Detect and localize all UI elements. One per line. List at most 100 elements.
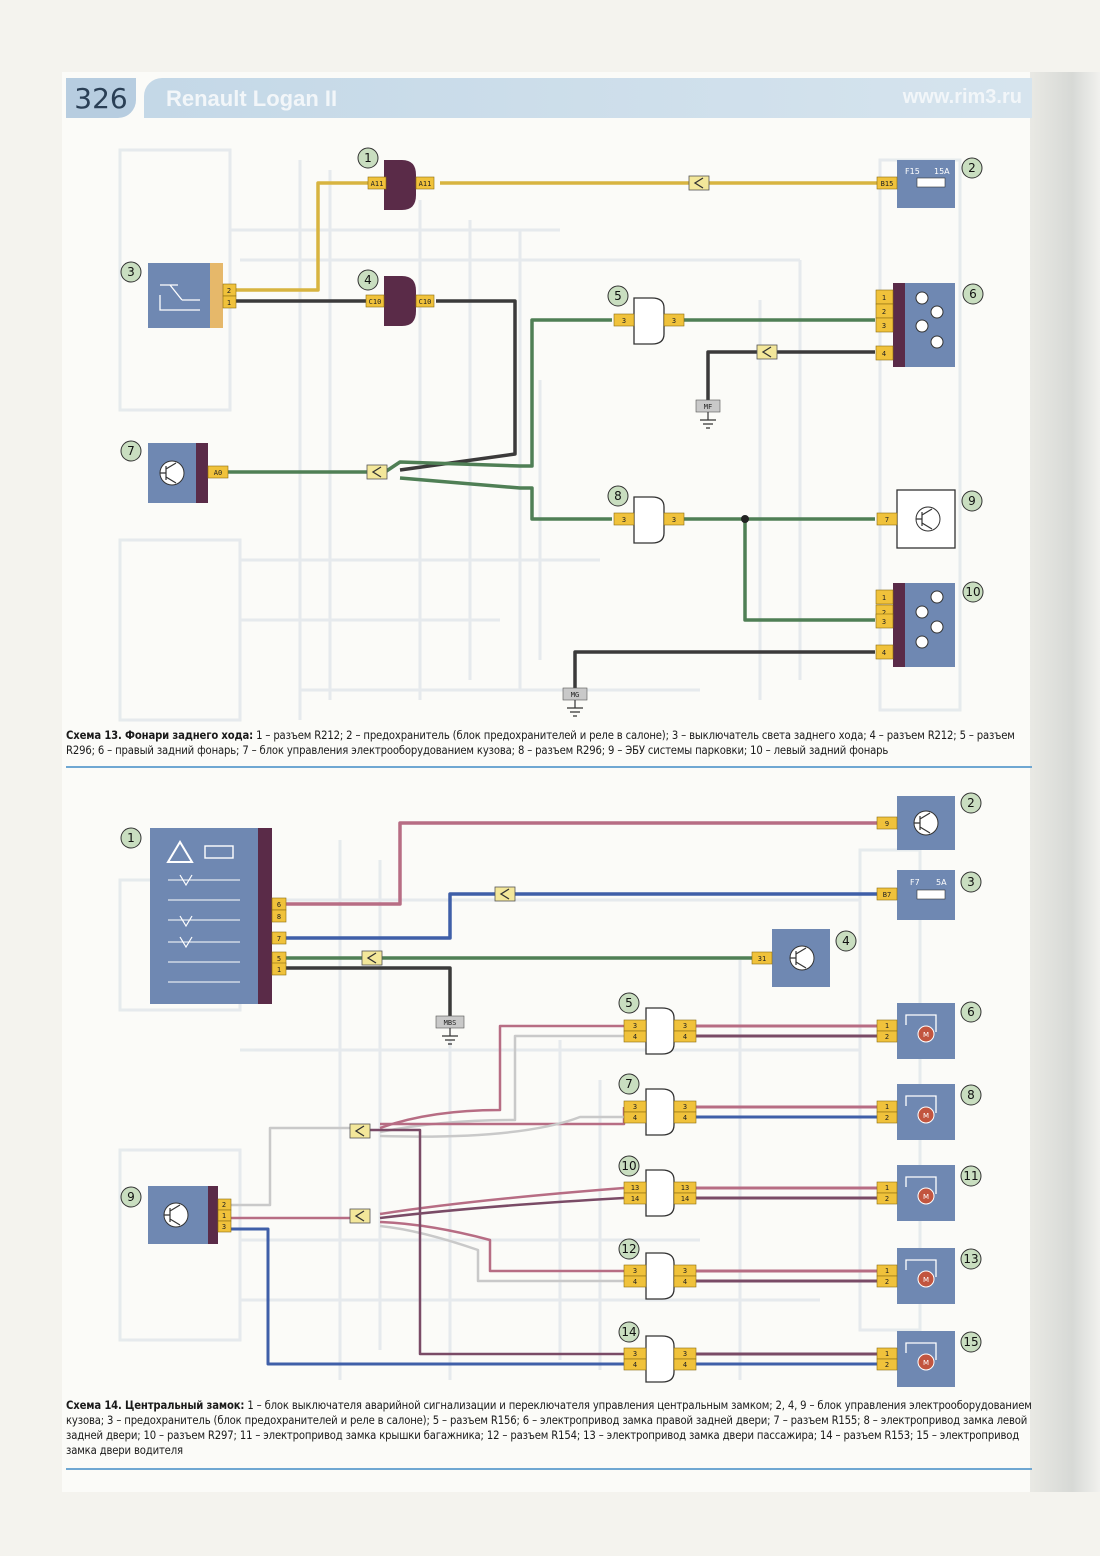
pin-label: 1: [885, 1103, 889, 1111]
callout-2: 2: [960, 792, 982, 814]
connector-r155: 3 4 3 4: [623, 1088, 697, 1136]
pin-label: 31: [758, 955, 766, 963]
lock-motor-passenger: 1 2 M: [876, 1248, 955, 1304]
callout-number: 14: [621, 1325, 636, 1339]
diagram13-caption: Схема 13. Фонари заднего хода: 1 – разъе…: [66, 728, 1032, 758]
ground-mf: MF: [695, 399, 721, 429]
pin-label: 3: [882, 618, 886, 626]
callout-number: 5: [625, 996, 633, 1010]
pin-label: 4: [633, 1361, 637, 1369]
page-sheet: [62, 72, 1030, 1492]
callout-number: 2: [967, 796, 975, 810]
ground-mg: MG: [562, 687, 588, 717]
pin-label: 2: [227, 287, 231, 295]
connector-r153: 3 4 3 4: [623, 1335, 697, 1383]
diagram13-callouts: 1 2 3 4 5 6 7 8 9 10: [120, 147, 984, 603]
pin-label: 4: [683, 1033, 687, 1041]
ground-icon: [700, 412, 716, 429]
ground-icon: [567, 700, 583, 717]
callout-9: 9: [120, 1186, 142, 1208]
callout-number: 9: [968, 494, 976, 508]
callout-8: 8: [960, 1084, 982, 1106]
fuse-symbol: [916, 889, 946, 900]
pin-label: 3: [622, 317, 626, 325]
callout-number: 12: [621, 1242, 636, 1256]
motor-icon: [917, 1187, 935, 1205]
pin-label: 3: [882, 322, 886, 330]
connector-r156: 3 4 3 4: [623, 1007, 697, 1055]
pin-label: 3: [633, 1022, 637, 1030]
callout-number: 4: [842, 934, 850, 948]
lock-motor-trunk: 1 2 M: [876, 1165, 955, 1221]
pin-label: 8: [277, 913, 281, 921]
callout-number: 15: [963, 1335, 978, 1349]
pin-label: 3: [683, 1103, 687, 1111]
pin-label: B15: [881, 180, 894, 188]
pin-label: 3: [672, 317, 676, 325]
callout-number: 11: [963, 1169, 978, 1183]
pin-label: 14: [681, 1195, 689, 1203]
motor-icon: [917, 1270, 935, 1288]
lock-motor-driver: 1 2 M: [876, 1331, 955, 1387]
motor-icon: [917, 1025, 935, 1043]
pin-label: 4: [882, 649, 886, 657]
pin-label: C10: [369, 298, 382, 306]
caption-text: 1 – блок выключателя аварийной сигнализа…: [66, 1399, 1032, 1457]
pin-label: C10: [419, 298, 432, 306]
callout-9: 9: [961, 490, 983, 512]
pin-label: 4: [633, 1114, 637, 1122]
fuse-label: F7: [910, 878, 920, 887]
hazard-triangle-icon: [166, 840, 194, 863]
callout-14: 14: [618, 1321, 640, 1343]
pin-label: 1: [882, 594, 886, 602]
page-header: 326 Renault Logan II www.rim3.ru: [66, 78, 1032, 118]
pin-label: 1: [885, 1184, 889, 1192]
callout-13: 13: [960, 1248, 982, 1270]
ground-icon: [442, 1028, 458, 1045]
pin-label: 9: [885, 820, 889, 828]
motor-icon: [917, 1353, 935, 1371]
pin-label: 1: [227, 299, 231, 307]
lamp-bulb-icons: [915, 291, 944, 349]
connector-r296-8: 3 3: [613, 496, 685, 544]
lamp-pins: 1 2 3 4: [875, 289, 894, 361]
ground-label: MG: [571, 691, 579, 699]
pin-label: 3: [633, 1267, 637, 1275]
body-control-unit-4: 31: [751, 929, 830, 987]
callout-number: 13: [963, 1252, 978, 1266]
callout-8: 8: [607, 485, 629, 507]
pin-label: 2: [222, 1201, 226, 1209]
pin-label: 2: [885, 1114, 889, 1122]
pin-label: 6: [277, 901, 281, 909]
pin-label: 4: [683, 1361, 687, 1369]
callout-number: 1: [364, 151, 372, 165]
hazard-central-lock-switch: 6 8 7 5 1: [150, 828, 287, 1004]
pin-label: 4: [882, 350, 886, 358]
left-tail-lamp: 1 2 3 4: [875, 583, 955, 667]
section-divider: [66, 766, 1032, 768]
pin-label: 14: [631, 1195, 639, 1203]
connector-r212-c10: C10 C10: [365, 276, 435, 326]
pin-label: A11: [419, 180, 432, 188]
pin-label: 7: [885, 516, 889, 524]
pin-label: 4: [633, 1033, 637, 1041]
diagram14-wires: [230, 821, 877, 1366]
pin-label: 4: [633, 1278, 637, 1286]
pin-label: 13: [631, 1184, 639, 1192]
switch-icon: [159, 284, 200, 311]
callout-4: 4: [835, 930, 857, 952]
caption-title: Схема 14. Центральный замок:: [66, 1399, 245, 1412]
book-title: Renault Logan II: [166, 86, 338, 111]
motor-label: M: [923, 1031, 929, 1039]
callout-number: 8: [614, 489, 622, 503]
callout-number: 3: [967, 875, 975, 889]
callout-number: 7: [127, 444, 135, 458]
callout-6: 6: [960, 1001, 982, 1023]
reverse-light-switch: 2 1: [148, 263, 237, 328]
motor-label: M: [923, 1193, 929, 1201]
callout-number: 2: [968, 161, 976, 175]
pin-label: 2: [882, 609, 886, 617]
fuse-label: F15: [905, 167, 920, 176]
pin-label: 2: [885, 1033, 889, 1041]
